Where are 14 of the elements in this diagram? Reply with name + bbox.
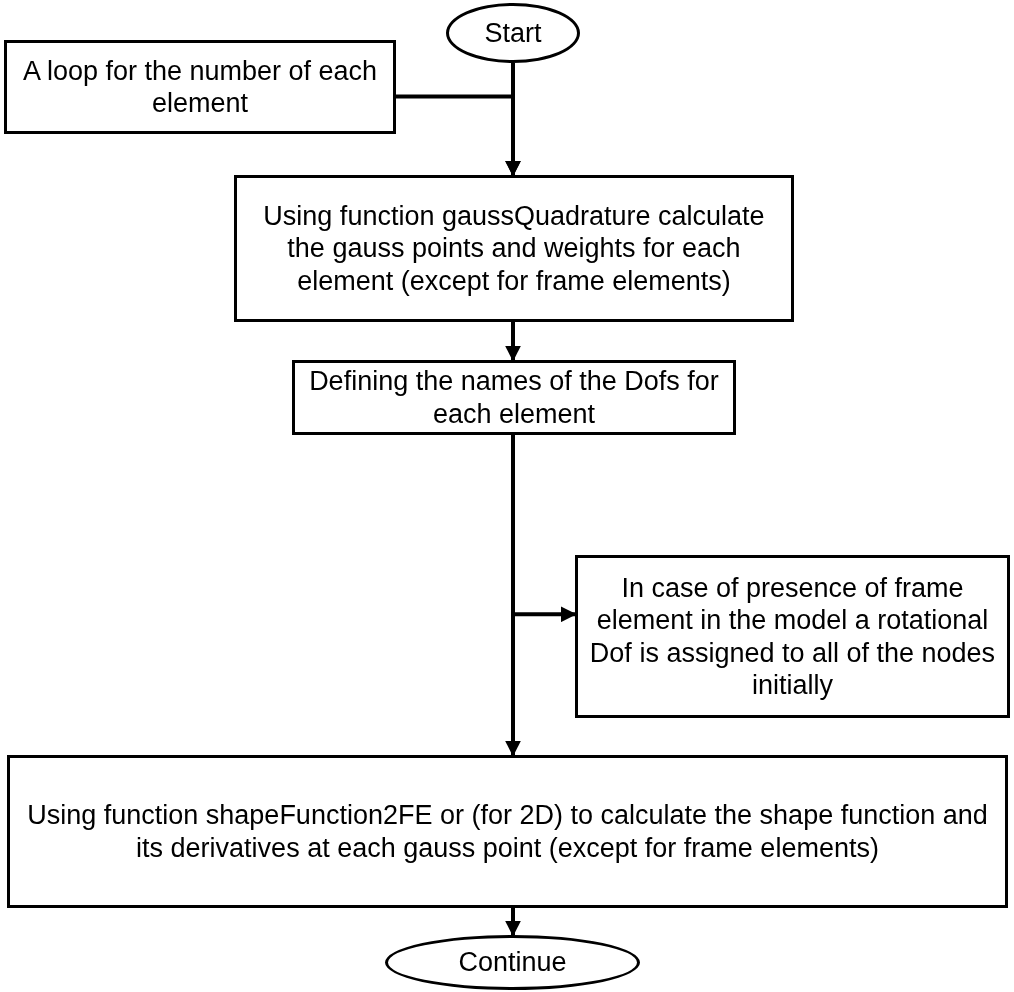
node-text: Start xyxy=(483,16,543,50)
note-box xyxy=(575,555,1010,718)
node-text: In case of presence of frame element in the model a rotational Dof is assigned to all of the nodes initially xyxy=(588,571,997,702)
process-box xyxy=(234,175,794,322)
process-box xyxy=(292,360,736,435)
process-box xyxy=(4,40,396,134)
process-box xyxy=(7,755,1008,908)
node-text: Using function gaussQuadrature calculate the gauss points and weights for each element (except for frame elements) xyxy=(262,199,766,298)
arrow xyxy=(505,908,521,937)
node-text: A loop for the number of each element xyxy=(21,54,379,120)
node-text: Using function shapeFunction2FE or (for 2D) to calculate the shape function and its derivatives at each gauss point (except for frame elements) xyxy=(26,799,989,864)
arrow xyxy=(505,322,521,362)
node-text: Defining the names of the Dofs for each element xyxy=(308,365,720,430)
node-text: Continue xyxy=(457,946,568,979)
